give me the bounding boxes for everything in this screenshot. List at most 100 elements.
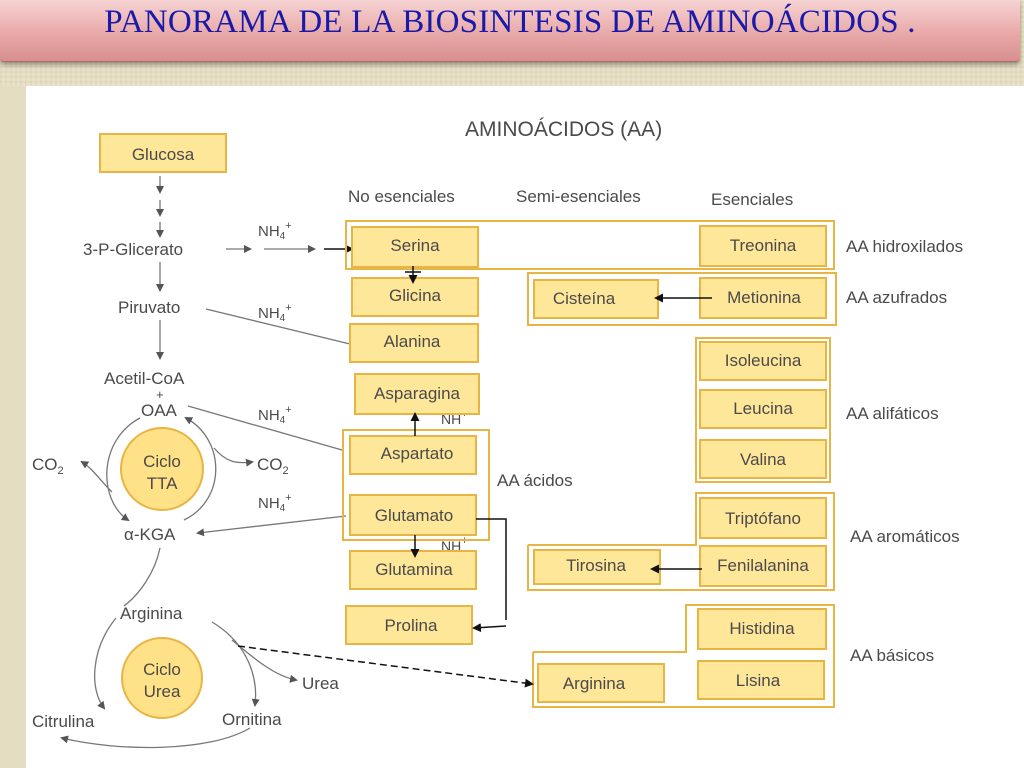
urea-arc-bottom [60,727,251,749]
ciclo-tta-label-1: Ciclo [143,452,181,471]
lisina-label: Lisina [736,671,781,690]
line-piruvato-alanina [205,308,351,345]
triptofano-box [699,497,827,539]
group-hidroxilados-label: AA hidroxilados [846,237,963,256]
prolina-label: Prolina [385,616,438,635]
svg-text:NH4+: NH4+ [258,220,292,242]
glutamina-label: Glutamina [375,560,453,579]
column-no-esenciales: No esenciales [348,187,455,206]
title-bar: PANORAMA DE LA BIOSINTESIS DE AMINOÁCIDO… [0,0,1020,62]
line-oaa-aspartato [187,405,343,451]
group-acidos-label: AA ácidos [497,471,573,490]
metionina-box [699,277,827,319]
nh4-label-1: NH4+ [258,220,292,242]
group-acidos-frame [342,429,490,541]
nh4-label-3: NH4+ [258,404,292,426]
urea-arc-left [94,617,117,710]
metionina-label: Metionina [727,288,801,307]
cisteina-box [533,279,659,319]
isoleucina-box [699,341,827,381]
group-basicos-frame [532,604,835,708]
arrow-glutamato-kga [196,515,347,537]
nh4-label-4: NH4+ [258,492,292,514]
arrow-glutamato-bracket [476,518,507,620]
oaa-label: OAA [141,401,178,420]
fenilalanina-label: Fenilalanina [717,556,809,575]
ciclo-urea-label-1: Ciclo [143,660,181,679]
kga-label: α-KGA [124,525,176,544]
alanina-box [349,323,479,363]
histidina-label: Histidina [729,619,795,638]
piruvato-label: Piruvato [118,298,180,317]
arrow-glutamato-prolina [472,623,507,633]
co2-right-label: CO2 [257,455,289,477]
prolina-box [345,605,473,645]
svg-text:NH4+: NH4+ [258,302,292,324]
column-semi-esenciales: Semi-esenciales [516,187,641,206]
valina-box [699,439,827,479]
cisteina-label: Cisteína [553,289,616,308]
lisina-box [697,660,825,700]
ciclo-urea-label-2: Urea [144,682,181,701]
nh4-label-2: NH4+ [258,302,292,324]
group-aromaticos-frame [527,492,835,591]
isoleucina-label: Isoleucina [725,351,802,370]
citrulina-label: Citrulina [32,712,95,731]
ornitina-label: Ornitina [222,710,282,729]
slide-title: PANORAMA DE LA BIOSINTESIS DE AMINOÁCIDO… [104,4,916,40]
ciclo-urea-circle [121,637,203,719]
glucosa-box [99,133,227,173]
plus-sign: + [156,387,164,402]
tirosina-label: Tirosina [566,556,626,575]
glicerato-label: 3-P-Glicerato [83,240,183,259]
group-basicos-label: AA básicos [850,646,934,665]
treonina-box [699,225,827,267]
alanina-label: Alanina [384,332,441,351]
fenilalanina-box [699,545,827,587]
urea-arc-right [211,621,260,707]
co2-left-arrow [80,460,113,493]
glutamato-label: Glutamato [375,506,453,525]
co2-right-arrow [213,447,254,467]
serina-box [351,226,479,268]
arginina-pathway-label: Arginina [120,604,183,623]
triptofano-label: Triptófano [725,509,801,528]
ciclo-tta-circle [120,427,204,511]
svg-text:NH4+: NH4+ [258,404,292,426]
treonina-label: Treonina [730,236,797,255]
arginina-label: Arginina [563,674,626,693]
cycle-arc-right [183,417,217,521]
valina-label: Valina [740,450,787,469]
tirosina-box [533,549,661,585]
group-azufrados-label: AA azufrados [846,288,947,307]
co2-left-label: CO2 [32,455,64,477]
group-azufrados-frame [527,272,837,326]
group-alifaticos-label: AA alifáticos [846,404,939,423]
glutamato-box [349,494,477,536]
column-esenciales: Esenciales [711,190,793,209]
dashed-arginina-arrow [237,645,534,688]
group-alifaticos-frame [695,337,831,483]
leucina-box [699,389,827,429]
svg-text:NH4+: NH4+ [258,492,292,514]
glicina-box [351,277,479,317]
glucosa-label: Glucosa [132,145,195,164]
serina-label: Serina [390,236,440,255]
group-hidroxilados-frame [345,220,835,270]
leucina-label: Leucina [733,399,793,418]
histidina-box [697,608,827,650]
cycle-arc-left [106,417,141,522]
asparagina-box [354,373,480,415]
glicina-label: Glicina [389,286,442,305]
urea-label: Urea [302,674,339,693]
kga-to-urea-cycle [123,547,161,607]
asparagina-label: Asparagina [374,384,461,403]
left-margin [0,86,26,768]
arginina-box [537,663,665,703]
aspartato-box [349,435,477,475]
ciclo-tta-label-2: TTA [147,474,179,493]
acetil-label: Acetil-CoA [104,369,185,388]
diagram-heading: AMINOÁCIDOS (AA) [465,118,662,141]
group-aromaticos-label: AA aromáticos [850,527,960,546]
